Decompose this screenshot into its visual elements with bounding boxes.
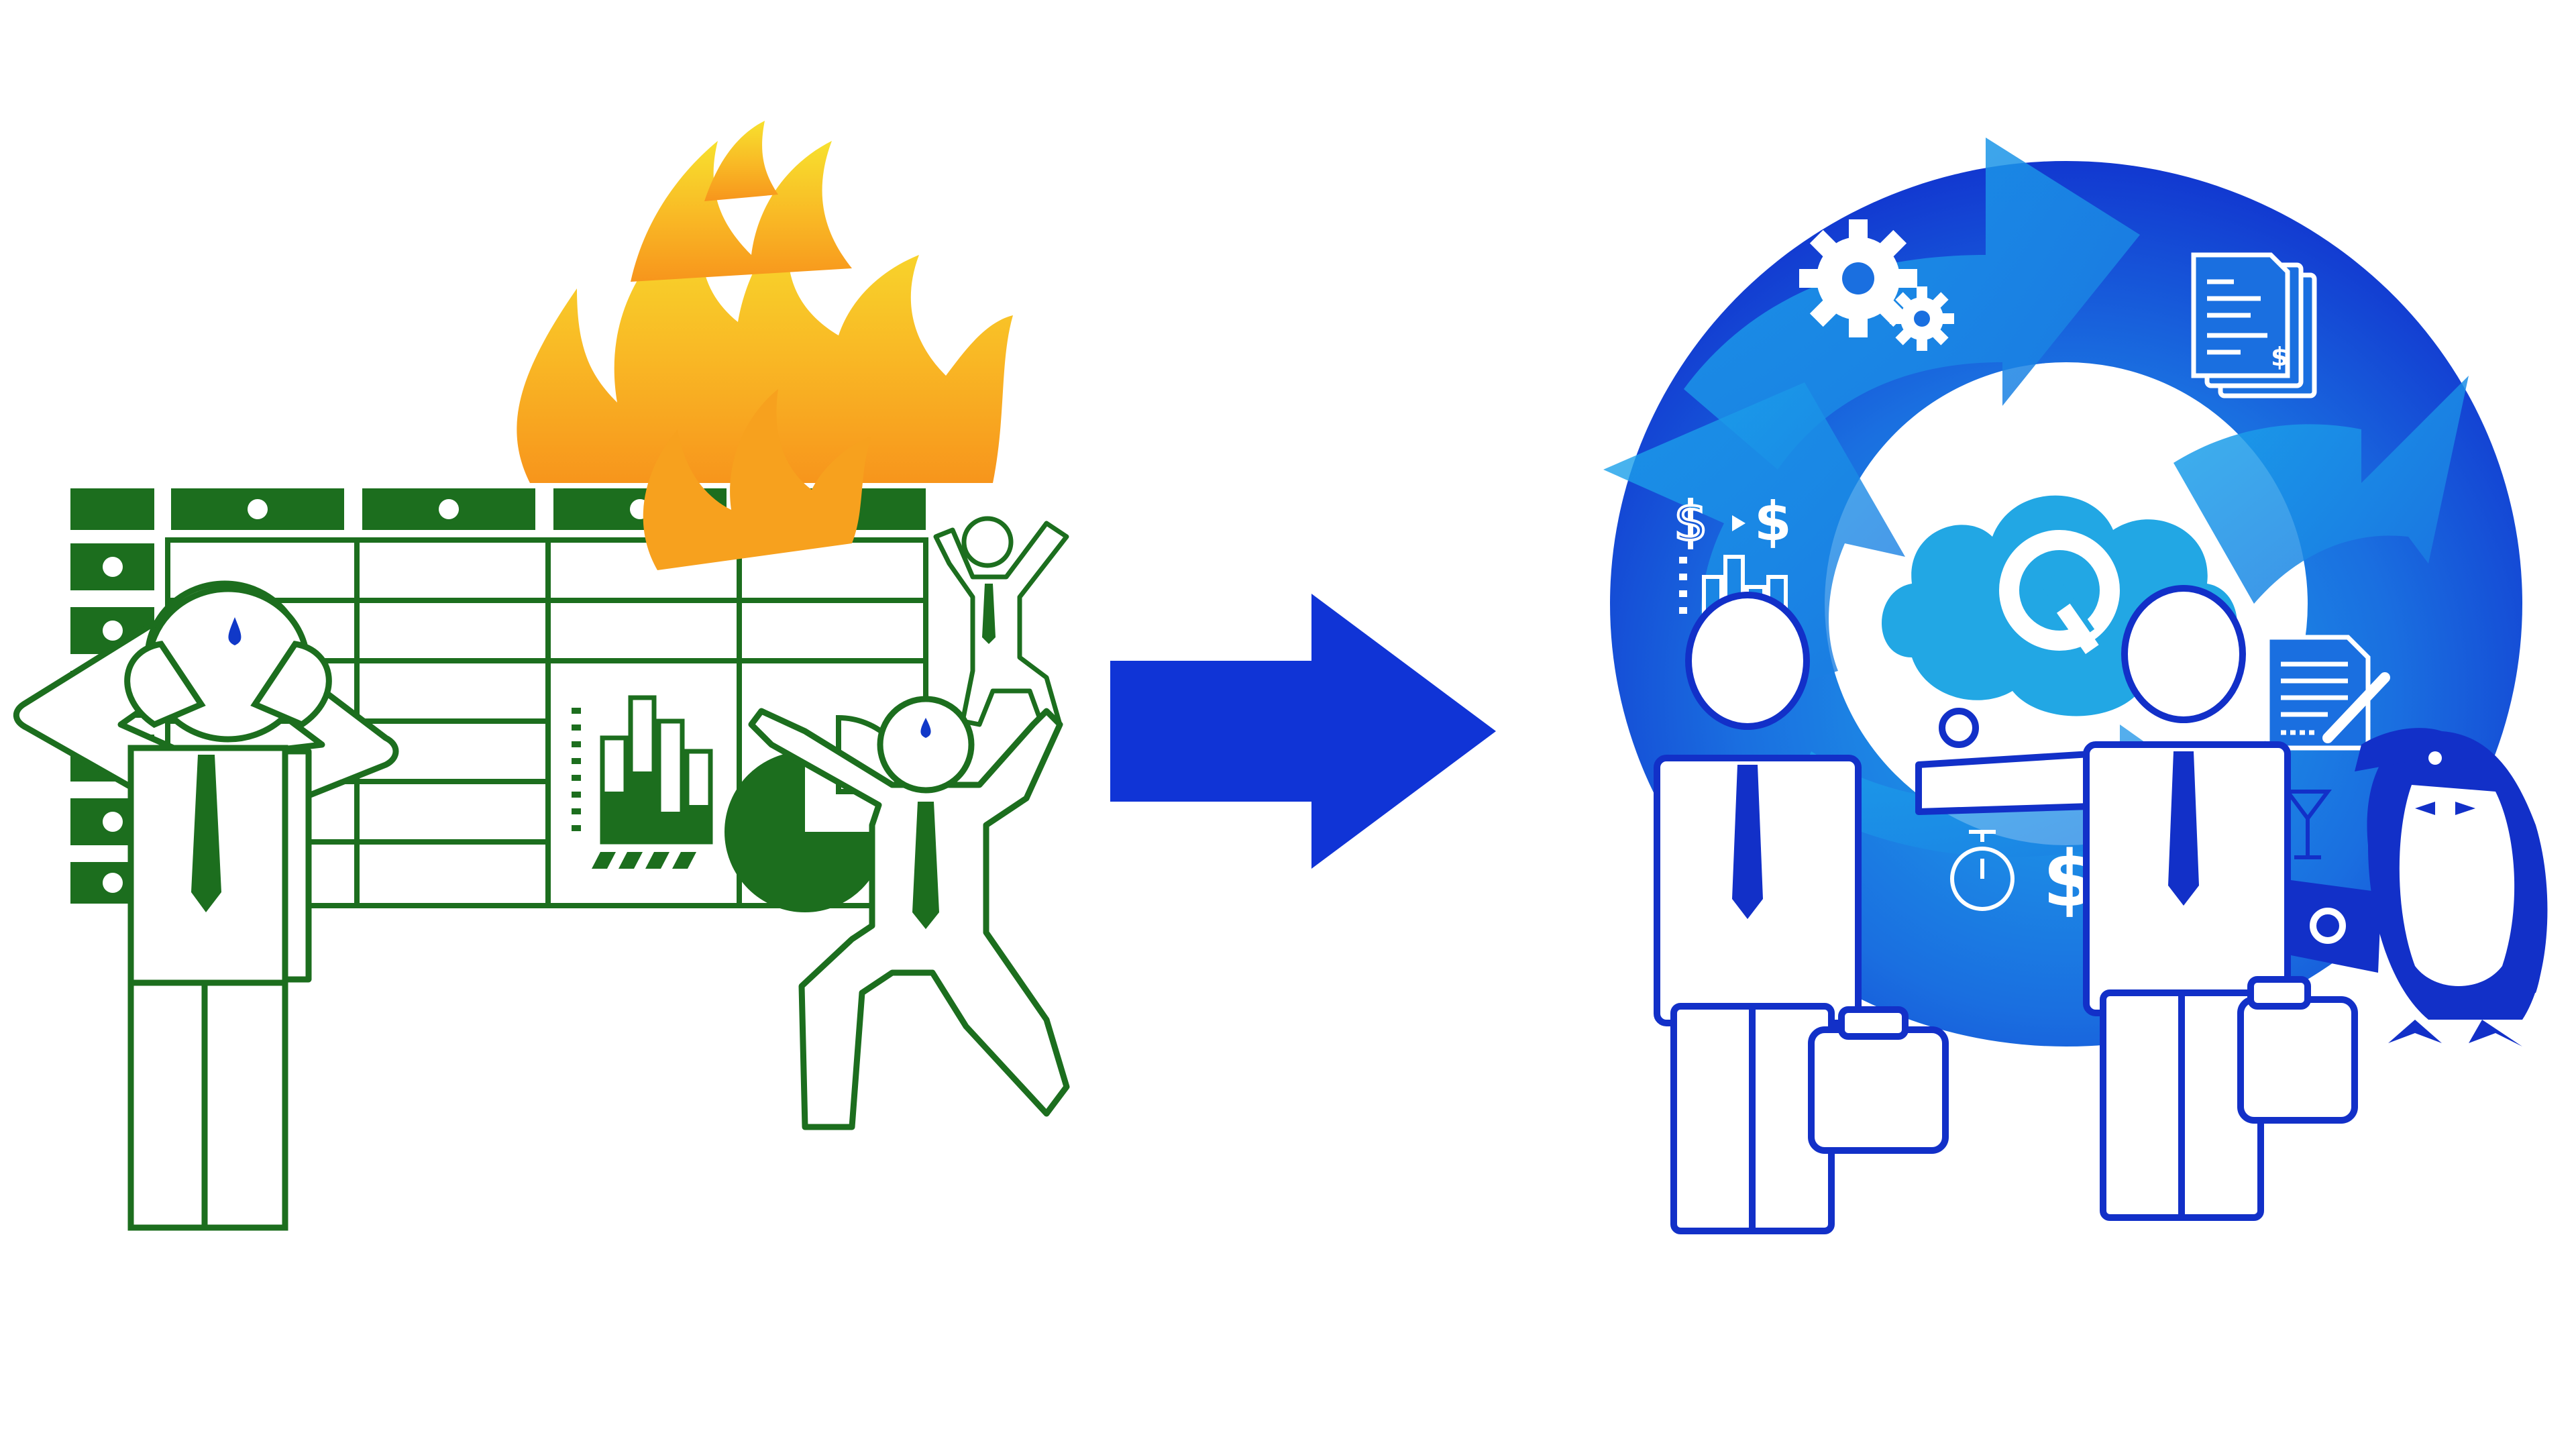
legacy-spreadsheet-scene bbox=[13, 121, 1070, 1231]
pie-chart-icon bbox=[724, 751, 885, 912]
gears-icon bbox=[1799, 219, 1954, 351]
panicked-man-top bbox=[933, 516, 1069, 731]
worried-man-left bbox=[13, 580, 399, 1231]
panicked-man-right bbox=[748, 696, 1070, 1130]
businessman-right bbox=[2083, 585, 2358, 1221]
spreadsheet-icon bbox=[70, 488, 928, 912]
doc-money-symbol: $ bbox=[2271, 342, 2288, 372]
penguin-mascot-icon bbox=[2277, 728, 2548, 1046]
stopwatch-icon bbox=[1950, 830, 2015, 911]
cloud-workflow-scene: $ $ $ bbox=[1603, 138, 2548, 1234]
fire-icon bbox=[517, 121, 1013, 570]
arrow-right-icon bbox=[1110, 594, 1496, 869]
bar-chart-icon bbox=[557, 671, 731, 899]
currency-exchange-icon: $ $ bbox=[1672, 489, 1792, 554]
signed-document-icon bbox=[2265, 635, 2390, 751]
currency-left-symbol: $ bbox=[1674, 490, 1708, 553]
handshake-icon bbox=[1654, 585, 2358, 1234]
currency-right-symbol: $ bbox=[1754, 490, 1792, 553]
businessman-left bbox=[1654, 592, 1949, 1234]
sweat-drop-icon bbox=[228, 617, 241, 645]
documents-icon: $ bbox=[2191, 252, 2317, 398]
